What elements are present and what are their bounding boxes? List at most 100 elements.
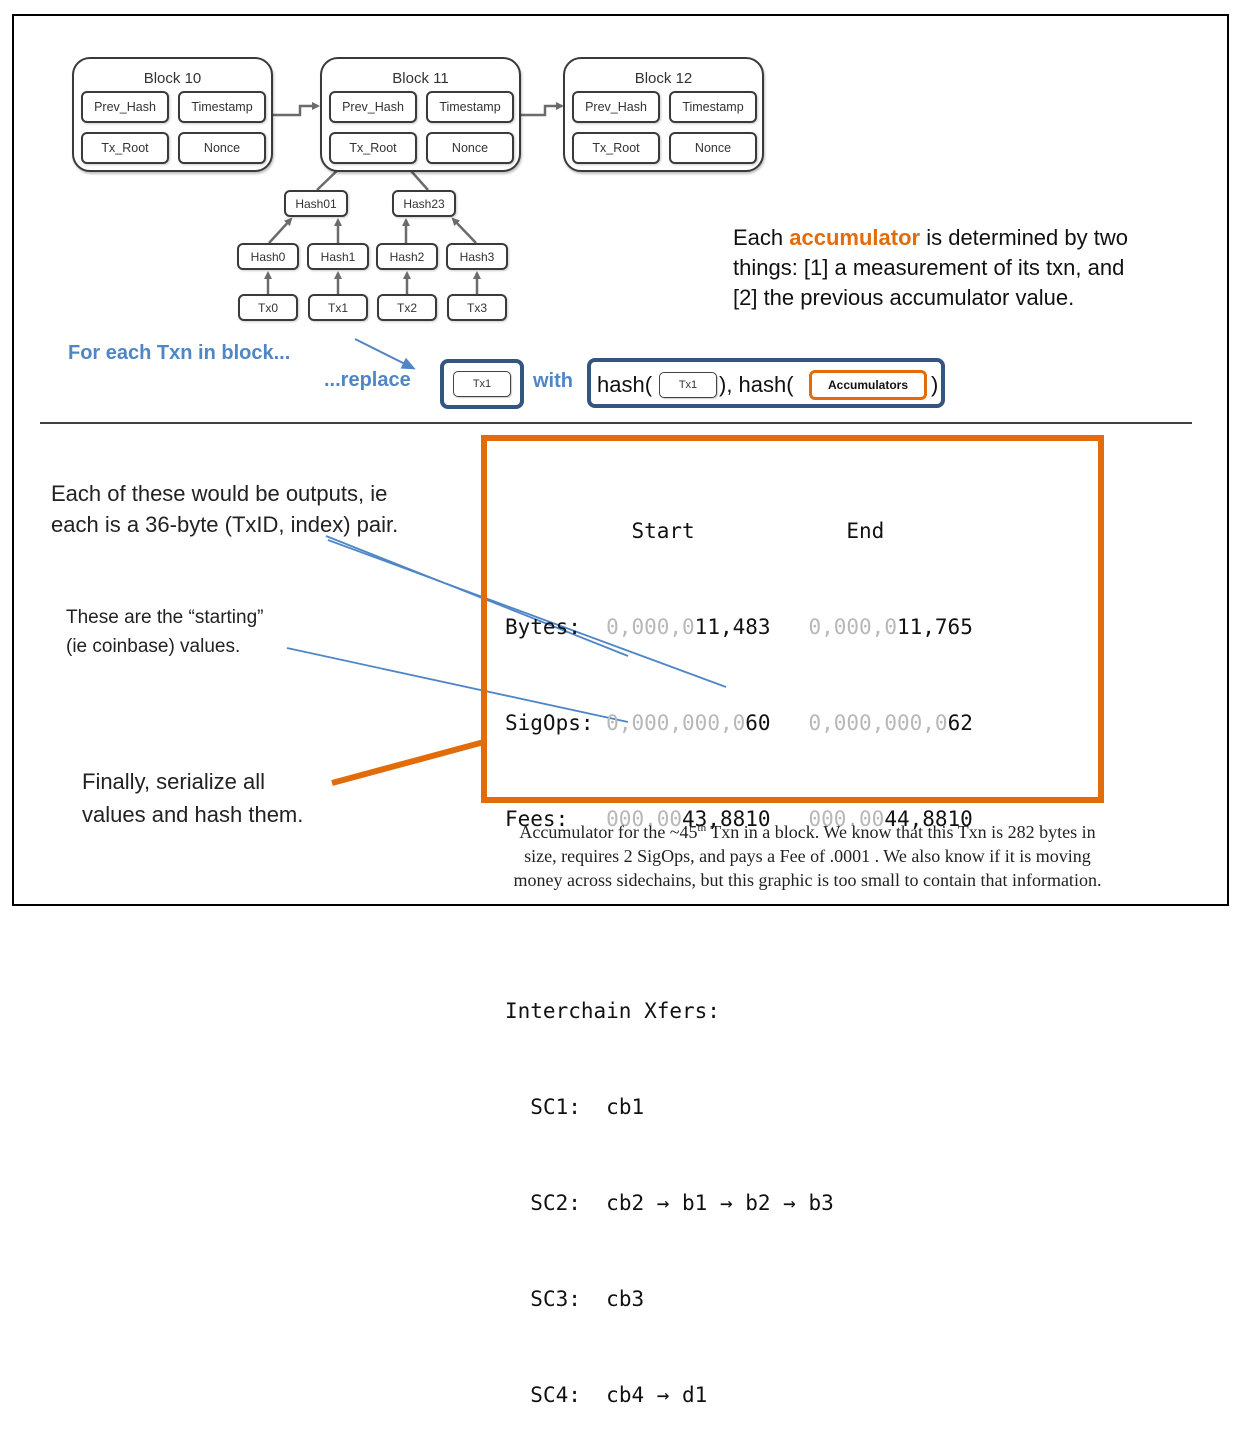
table-row-sigops: SigOps: 0,000,000,060 0,000,000,062 bbox=[505, 707, 973, 739]
block-10: Block 10 Prev_Hash Timestamp Tx_Root Non… bbox=[72, 57, 273, 172]
merkle-node-hash3: Hash3 bbox=[446, 243, 508, 270]
end-value: 62 bbox=[947, 711, 973, 735]
block-12: Block 12 Prev_Hash Timestamp Tx_Root Non… bbox=[563, 57, 764, 172]
merkle-node-hash1: Hash1 bbox=[307, 243, 369, 270]
table-row-fees: Fees: 000.0043,8810 000.0044,8810 bbox=[505, 803, 973, 835]
finally-line-2: values and hash them. bbox=[82, 802, 304, 827]
for-each-txn-label: For each Txn in block... bbox=[68, 342, 291, 364]
hash-mid: ), hash( bbox=[719, 372, 794, 397]
merkle-arrow-hash0 bbox=[268, 217, 293, 244]
finally-line-1: Finally, serialize all bbox=[82, 769, 265, 794]
merkle-leaf-tx1: Tx1 bbox=[308, 294, 368, 321]
accumulator-table: Start End Bytes: 0,000,011,483 0,000,011… bbox=[505, 451, 973, 1443]
merkle-leaf-tx0: Tx0 bbox=[238, 294, 298, 321]
tx1-mini-node: Tx1 bbox=[453, 371, 511, 397]
hash-expression-box: hash( Tx1 ), hash( Accumulators ) bbox=[587, 358, 945, 408]
block-11: Block 11 Prev_Hash Timestamp Tx_Root Non… bbox=[320, 57, 521, 172]
xfer-chain: SC1: bbox=[530, 1095, 581, 1119]
end-dim-digits: 0,000,0 bbox=[808, 615, 897, 639]
xfer-path: cb4 → d1 bbox=[606, 1383, 708, 1407]
merkle-leaf-tx3: Tx3 bbox=[447, 294, 507, 321]
xfer-path: cb3 bbox=[606, 1287, 645, 1311]
pointer-outputs-to-b1 bbox=[327, 539, 727, 688]
replace-pointer-arrow bbox=[354, 338, 416, 370]
xfer-path: cb1 bbox=[606, 1095, 645, 1119]
block-title: Block 10 bbox=[143, 70, 202, 87]
explanation-prefix: Each bbox=[733, 225, 790, 250]
start-value: 11,483 bbox=[694, 615, 771, 639]
start-dim-digits: 000.00 bbox=[606, 807, 683, 831]
outputs-line-2: each is a 36-byte (TxID, index) pair. bbox=[51, 512, 399, 537]
block-title: Block 12 bbox=[634, 70, 693, 87]
outputs-annotation: Each of these would be outputs, ie each … bbox=[51, 478, 398, 540]
caption-part-2: Txn in a block. We know that this Txn is… bbox=[706, 822, 1096, 842]
pointer-outputs-to-cb1 bbox=[325, 535, 629, 657]
nonce-field: Nonce bbox=[669, 132, 757, 164]
timestamp-field: Timestamp bbox=[669, 91, 757, 123]
row-label: Bytes: bbox=[505, 615, 581, 639]
row-label: SigOps: bbox=[505, 711, 594, 735]
end-value: 11,765 bbox=[896, 615, 973, 639]
chain-link-10-11 bbox=[273, 102, 320, 117]
merkle-leaf-tx2: Tx2 bbox=[377, 294, 437, 321]
header-start: Start bbox=[631, 519, 695, 543]
caption-superscript: th bbox=[697, 822, 707, 834]
start-value: 43,8810 bbox=[682, 807, 771, 831]
start-dim-digits: 0,000,0 bbox=[606, 615, 695, 639]
accumulator-box bbox=[481, 435, 1104, 803]
chain-link-11-12 bbox=[521, 102, 564, 117]
with-label: with bbox=[533, 370, 573, 392]
finally-annotation: Finally, serialize all values and hash t… bbox=[82, 765, 303, 831]
xfer-row-sc3: SC3: cb3 bbox=[505, 1283, 973, 1315]
merkle-node-hash23: Hash23 bbox=[392, 190, 456, 217]
nonce-field: Nonce bbox=[178, 132, 266, 164]
hash-open-1: hash( bbox=[597, 372, 653, 397]
xfer-chain: SC3: bbox=[530, 1287, 581, 1311]
explanation-line-1: Each accumulator is determined by two bbox=[733, 223, 1128, 253]
accumulator-explanation: Each accumulator is determined by two th… bbox=[733, 223, 1128, 313]
caption-line-1: Accumulator for the ~45th Txn in a block… bbox=[405, 816, 1210, 844]
table-row-bytes: Bytes: 0,000,011,483 0,000,011,765 bbox=[505, 611, 973, 643]
xfer-chain: SC2: bbox=[530, 1191, 581, 1215]
caption-part-1: Accumulator for the ~45 bbox=[519, 822, 698, 842]
merkle-node-hash01: Hash01 bbox=[284, 190, 348, 217]
figure-caption: Accumulator for the ~45th Txn in a block… bbox=[405, 816, 1210, 892]
end-value: 44,8810 bbox=[884, 807, 973, 831]
pointer-finally-to-box bbox=[331, 739, 485, 786]
prev-hash-field: Prev_Hash bbox=[572, 91, 660, 123]
pointer-starting-to-cb3 bbox=[286, 647, 629, 723]
header-end: End bbox=[846, 519, 885, 543]
merkle-arrow-hash3 bbox=[451, 217, 477, 244]
merkle-node-hash2: Hash2 bbox=[376, 243, 438, 270]
tx-root-field: Tx_Root bbox=[572, 132, 660, 164]
caption-line-2: size, requires 2 SigOps, and pays a Fee … bbox=[524, 846, 1091, 866]
tx1-mini-node: Tx1 bbox=[659, 372, 717, 398]
explanation-line-3: [2] the previous accumulator value. bbox=[733, 285, 1075, 310]
row-label: Fees: bbox=[505, 807, 569, 831]
outer-frame bbox=[12, 14, 1229, 906]
outputs-line-1: Each of these would be outputs, ie bbox=[51, 481, 388, 506]
start-dim-digits: 0,000,000,0 bbox=[606, 711, 746, 735]
start-value: 60 bbox=[745, 711, 771, 735]
xfer-row-sc4: SC4: cb4 → d1 bbox=[505, 1379, 973, 1411]
xfer-row-sc1: SC1: cb1 bbox=[505, 1091, 973, 1123]
explanation-line-2: things: [1] a measurement of its txn, an… bbox=[733, 255, 1125, 280]
end-dim-digits: 0,000,000,0 bbox=[808, 711, 948, 735]
table-header-row: Start End bbox=[505, 515, 973, 547]
block-title: Block 11 bbox=[392, 70, 449, 87]
table-spacer bbox=[505, 899, 973, 931]
starting-line-1: These are the “starting” bbox=[66, 607, 264, 628]
starting-values-annotation: These are the “starting” (ie coinbase) v… bbox=[66, 603, 263, 661]
xfers-title: Interchain Xfers: bbox=[505, 999, 720, 1023]
accumulators-box: Accumulators bbox=[809, 370, 927, 400]
explanation-suffix: is determined by two bbox=[920, 225, 1128, 250]
prev-hash-field: Prev_Hash bbox=[81, 91, 169, 123]
nonce-field: Nonce bbox=[426, 132, 514, 164]
hash-close: ) bbox=[931, 372, 939, 397]
xfer-chain: SC4: bbox=[530, 1383, 581, 1407]
merkle-node-hash0: Hash0 bbox=[237, 243, 299, 270]
xfer-row-sc2: SC2: cb2 → b1 → b2 → b3 bbox=[505, 1187, 973, 1219]
starting-line-2: (ie coinbase) values. bbox=[66, 636, 241, 657]
caption-line-3: money across sidechains, but this graphi… bbox=[513, 870, 1102, 890]
tx-root-field: Tx_Root bbox=[81, 132, 169, 164]
